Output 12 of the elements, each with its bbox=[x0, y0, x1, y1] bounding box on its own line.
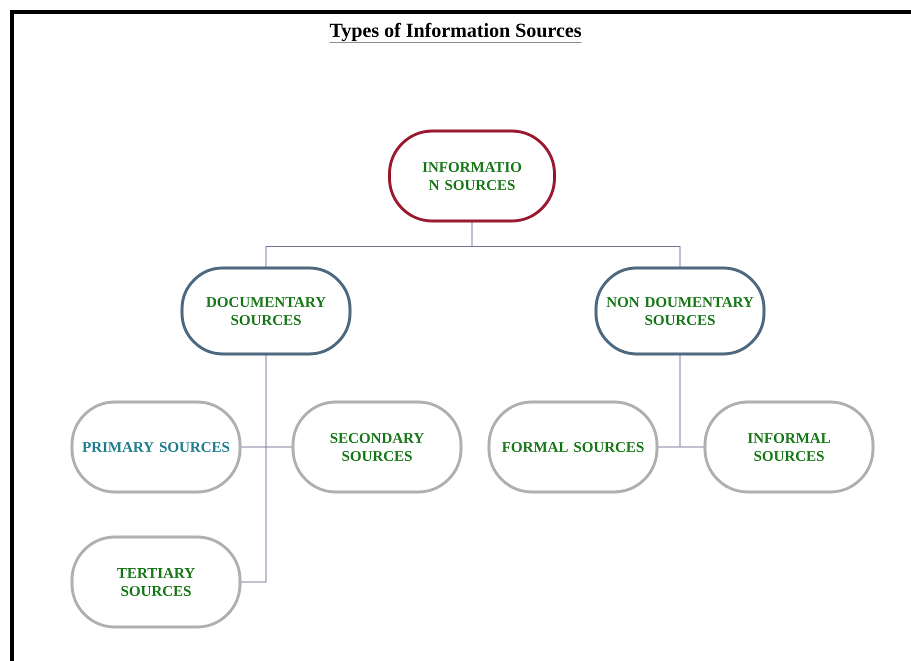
rounded-box: TERTIARY SOURCES bbox=[70, 536, 242, 628]
rounded-box: NON DOUMENTARY SOURCES bbox=[594, 266, 766, 356]
connector-line bbox=[680, 355, 704, 448]
rounded-box: DOCUMENTARY SOURCES bbox=[180, 266, 352, 356]
rounded-box: SECONDARY SOURCES bbox=[292, 400, 462, 494]
title: Types of Information Sources bbox=[329, 22, 582, 43]
rounded-box: FORMAL SOURCES bbox=[488, 400, 658, 494]
connector-line bbox=[241, 355, 266, 582]
rounded-box: PRIMARY SOURCES bbox=[70, 400, 242, 494]
connector-line bbox=[472, 222, 680, 267]
rounded-box: INFORMAL SOURCES bbox=[704, 400, 874, 494]
rounded-box: INFORMATIO N SOURCES bbox=[388, 130, 556, 222]
